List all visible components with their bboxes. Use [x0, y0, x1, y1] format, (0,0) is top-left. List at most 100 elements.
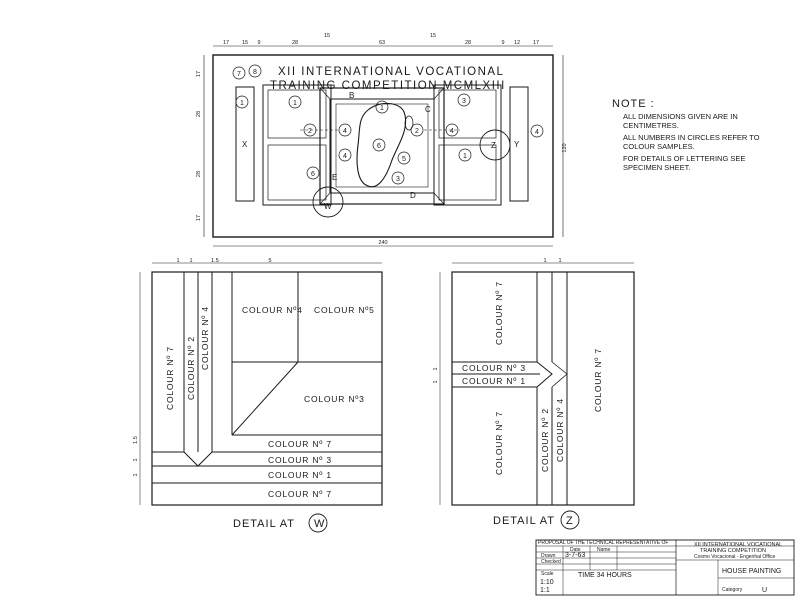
z-colour-1-band: COLOUR Nº 1	[462, 376, 526, 386]
tb-col-name: Name	[597, 547, 611, 553]
dim-left-2: 28	[196, 171, 202, 177]
dim-z-left-1: 1	[433, 380, 439, 383]
dim-top-5: 63	[379, 40, 385, 46]
tb-time: TIME 34 HOURS	[578, 572, 632, 579]
w-colour-1-band: COLOUR Nº 1	[268, 470, 332, 480]
detail-z-circle-letter: Z	[566, 515, 574, 527]
title-line-2: TRAINING COMPETITION MCMLXIII	[270, 80, 506, 92]
label-c6b: 6	[377, 143, 381, 150]
dim-top-2: 9	[257, 40, 260, 46]
dim-w-left-2: 1.5	[133, 436, 139, 444]
label-c4c: 4	[450, 128, 454, 135]
panel-outer	[212, 54, 554, 238]
label-c4a: 4	[343, 128, 347, 135]
z-colour-2-vertical: COLOUR Nº 2	[540, 408, 550, 472]
dim-top-0: 17	[223, 40, 229, 46]
label-c3a: 3	[396, 176, 400, 183]
dim-left-0: 17	[196, 71, 202, 77]
z-colour-7-bottom: COLOUR Nº 7	[494, 411, 504, 475]
dim-z-top-1: 1	[558, 258, 561, 264]
w-colour-7-vertical: COLOUR Nº 7	[165, 346, 175, 410]
w-colour-5: COLOUR Nº5	[314, 305, 375, 315]
label-c2b: 2	[415, 128, 419, 135]
label-c3b: 3	[462, 98, 466, 105]
label-c5: 5	[402, 156, 406, 163]
note-line-3: FOR DETAILS OF LETTERING SEE SPECIMEN SH…	[623, 154, 746, 172]
dim-top-6: 15	[430, 33, 436, 39]
dim-top-8: 9	[501, 40, 504, 46]
note-line-2: ALL NUMBERS IN CIRCLES REFER TO COLOUR S…	[623, 133, 760, 151]
center-frame	[319, 87, 445, 205]
z-colour-7-top: COLOUR Nº 7	[494, 281, 504, 345]
dim-w-left-1: 1	[133, 473, 139, 476]
w-colour-3: COLOUR Nº3	[304, 394, 365, 404]
circle-7-label: 7	[237, 71, 241, 78]
label-c1a: 1	[293, 100, 297, 107]
label-c1b: 1	[380, 105, 384, 112]
tb-org-2: TRAINING COMPETITION	[700, 548, 766, 554]
dim-left-1: 28	[196, 111, 202, 117]
detail-circle-w	[312, 186, 344, 218]
dim-w-top-3: 5	[268, 258, 271, 264]
tb-checked: Checked	[541, 559, 561, 565]
tb-scale-label: Scale	[541, 571, 554, 577]
tb-header: PROPOSAL OF THE TECHNICAL REPRESENTATIVE…	[538, 540, 668, 546]
tb-date-value: 3-7-63	[565, 552, 585, 559]
circle-w-letter: W	[324, 202, 332, 211]
detail-z-box	[451, 271, 635, 506]
letter-c: C	[425, 105, 431, 114]
w-colour-4: COLOUR Nº4	[242, 305, 303, 315]
dim-top-7: 28	[465, 40, 471, 46]
dim-top-10: 17	[533, 40, 539, 46]
w-colour-7-bottom: COLOUR Nº 7	[268, 489, 332, 499]
tb-scale-2: 1:1	[540, 587, 550, 594]
dim-z-left-0: 1	[433, 367, 439, 370]
letter-d: D	[410, 191, 416, 200]
label-c4b: 4	[343, 153, 347, 160]
circle-8-label: 8	[253, 69, 257, 76]
dim-top-3: 28	[292, 40, 298, 46]
detail-w-circle-letter: W	[314, 518, 325, 530]
title-block	[535, 539, 795, 596]
z-colour-3-band: COLOUR Nº 3	[462, 363, 526, 373]
z-colour-4-vertical: COLOUR Nº 4	[555, 398, 565, 462]
w-colour-7-band: COLOUR Nº 7	[268, 439, 332, 449]
dim-w-top-1: 1	[189, 258, 192, 264]
strip-y-letter: Y	[514, 140, 520, 149]
dim-left-3: 17	[196, 215, 202, 221]
label-c2a: 2	[308, 128, 312, 135]
strip-x-letter: X	[242, 140, 248, 149]
dim-w-top-2: 1.5	[211, 258, 219, 264]
w-colour-2-vertical: COLOUR Nº 2	[186, 336, 196, 400]
letter-e: E	[332, 173, 337, 182]
strip-x	[235, 86, 255, 202]
w-colour-3-band: COLOUR Nº 3	[268, 455, 332, 465]
note-heading: NOTE :	[612, 98, 655, 110]
dim-z-top-0: 1	[543, 258, 546, 264]
label-c4d: 4	[535, 129, 539, 136]
tb-col-date: Date	[570, 547, 581, 553]
z-colour-7-right: COLOUR Nº 7	[593, 348, 603, 412]
note-line-1: ALL DIMENSIONS GIVEN ARE IN CENTIMETRES.	[623, 112, 738, 130]
dim-overall-height: 120	[562, 143, 568, 152]
tb-sheet-label: Category	[722, 587, 743, 593]
detail-circle-z	[479, 129, 511, 161]
tb-org-1: XII INTERNATIONAL VOCATIONAL	[694, 542, 782, 548]
detail-w-caption: DETAIL AT	[233, 518, 295, 530]
left-frame	[262, 84, 332, 206]
dim-top-4: 15	[324, 33, 330, 39]
dim-w-left-0: 1	[133, 458, 139, 461]
dim-w-top-0: 1	[176, 258, 179, 264]
w-colour-4-vertical: COLOUR Nº 4	[200, 306, 210, 370]
label-c1d: 1	[240, 100, 244, 107]
letter-b: B	[349, 91, 354, 100]
tb-org-3: Cosmo Vocacional - Engenhal Office	[694, 554, 776, 560]
title-line-1: XII INTERNATIONAL VOCATIONAL	[278, 66, 504, 78]
label-c1c: 1	[463, 153, 467, 160]
dim-top-1: 15	[242, 40, 248, 46]
note-block: NOTE : ALL DIMENSIONS GIVEN ARE IN CENTI…	[612, 98, 782, 175]
tb-scale-1: 1:10	[540, 579, 554, 586]
detail-w-box	[151, 271, 383, 506]
circle-z-letter: Z	[491, 141, 496, 150]
